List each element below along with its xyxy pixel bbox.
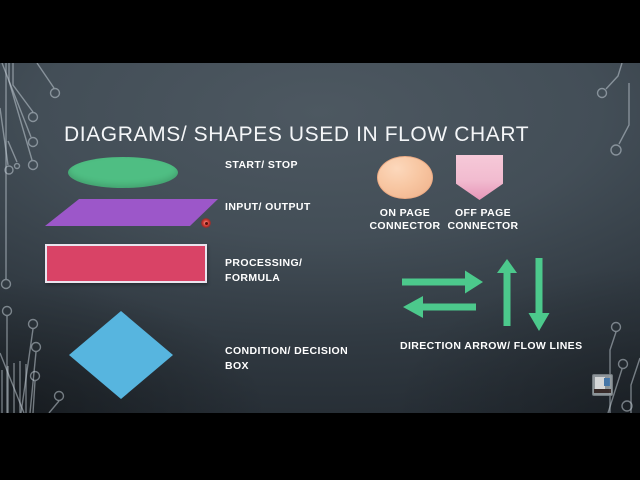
watermark-paper	[595, 377, 605, 389]
start-stop-label: START/ STOP	[225, 159, 298, 171]
letterbox-top	[0, 0, 640, 63]
processing-label: PROCESSING/ FORMULA	[225, 257, 303, 284]
circuit-decoration-left	[0, 63, 65, 413]
input-output-label: INPUT/ OUTPUT	[225, 201, 311, 213]
decision-shape	[69, 311, 173, 399]
watermark-blue-block	[604, 378, 610, 386]
circuit-decoration-right	[596, 63, 640, 413]
letterbox-bottom	[0, 413, 640, 480]
processing-shape	[45, 244, 207, 283]
decision-label: CONDITION/ DECISION BOX	[225, 345, 349, 372]
on-page-connector-label: ON PAGE CONNECTOR	[369, 207, 441, 232]
arrow-down-icon	[528, 258, 550, 331]
page-title: DIAGRAMS/ SHAPES USED IN FLOW CHART	[64, 123, 530, 146]
red-pointer-dot-icon	[201, 218, 211, 228]
arrow-right-icon	[402, 270, 483, 294]
off-page-connector-shape	[456, 155, 503, 200]
start-stop-shape	[68, 157, 178, 188]
flow-arrows	[402, 258, 550, 331]
watermark-band	[594, 389, 611, 393]
slide-canvas: DIAGRAMS/ SHAPES USED IN FLOW CHART STAR…	[0, 63, 640, 413]
direction-arrow-label: DIRECTION ARROW/ FLOW LINES	[400, 340, 583, 352]
arrow-up-icon	[497, 259, 517, 326]
input-output-shape	[45, 199, 218, 226]
watermark-logo-icon	[592, 374, 613, 396]
arrow-left-icon	[403, 296, 476, 318]
on-page-connector-shape	[377, 156, 433, 199]
off-page-connector-label: OFF PAGE CONNECTOR	[447, 207, 519, 232]
